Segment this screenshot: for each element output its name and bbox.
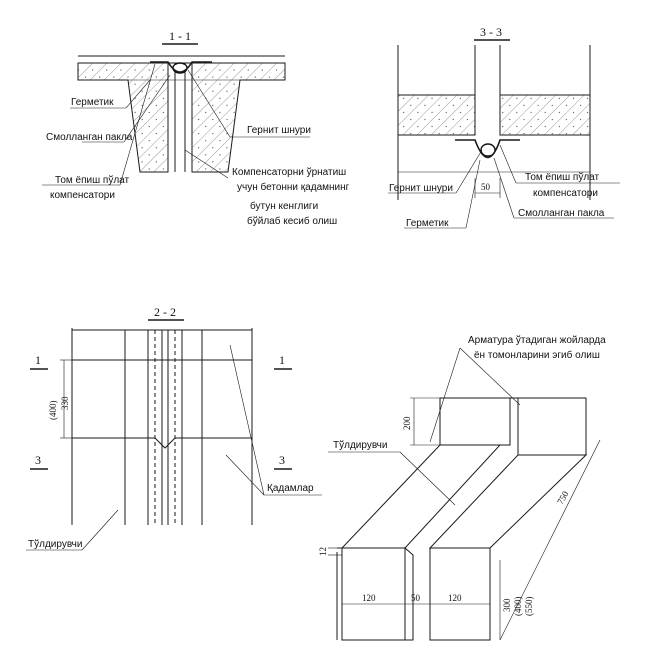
concrete-left [77,62,169,173]
label-gernit-cord-1: Гернит шнури [247,125,311,136]
iso-front-right [429,547,491,641]
dim-330-2: 330 [60,396,70,410]
label-note-1: Компенсаторни ўрнатиш [232,166,346,178]
dim-50-iso: 50 [411,593,421,603]
label-filler-2: Тўлдирувчи [28,538,82,550]
mark-1-left: 1 [35,353,41,367]
concrete-right [191,62,286,173]
label-roof-comp-3a: Том ёпиш пўлат [525,171,599,183]
dim-300: 300 [502,598,512,612]
label-sealant-1: Герметик [71,97,114,108]
label-note-2: учун бетонни қадамнинг [237,181,350,193]
label-roof-comp-3b: компенсатори [533,188,598,199]
label-note-4: бўйлаб кесиб олиш [247,215,337,227]
label-note-3: бутун кенглиги [250,200,318,212]
section-2-2-title: 2 - 2 [154,305,176,319]
concrete-slab-3b [499,94,591,136]
mark-3-right: 3 [279,453,285,467]
dim-400-2: (400) [48,401,58,421]
section-1-1-title: 1 - 1 [169,29,191,43]
section-2-2: 2 - 2 1 1 3 3 (400) 330 [26,305,322,551]
dim-12: 12 [318,547,328,556]
dim-400-iso: (400) [513,597,523,617]
steel-compensator-1 [150,61,212,73]
label-roof-comp-1b: компенсатори [50,190,115,201]
dim-120b: 120 [448,593,462,603]
dim-550: (550) [524,597,534,617]
iso-back-left [439,397,511,446]
label-roof-comp-1a: Том ёпиш пўлат [55,174,129,186]
label-steps: Қадамлар [267,483,314,494]
label-gernit-cord-3: Гернит шнури [389,183,453,194]
label-rebar-2: ён томонларини эгиб олиш [474,349,600,361]
section-3-3-title: 3 - 3 [480,25,502,39]
isometric-filler: 200 750 12 120 50 120 300 (400) (550) Ар… [318,334,606,641]
dim-200: 200 [402,416,412,430]
dim-120a: 120 [362,593,376,603]
dim-50-3: 50 [481,182,491,192]
label-tarred-tow-3: Смолланган пакла [518,208,605,219]
label-tarred-tow-1: Смолланган пакла [46,132,133,143]
steel-compensator-3 [455,139,520,159]
iso-back-right [517,397,587,456]
mark-1-right: 1 [279,353,285,367]
section-3-3: 3 - 3 50 Гернит шнури Том ёпиш пўлат ком… [388,25,620,229]
label-filler-iso: Тўлдирувчи [333,439,387,451]
label-rebar-1: Арматура ўтадиган жойларда [468,334,606,346]
section-1-1: 1 - 1 Герметик Смолланган пакла Том ёпиш… [42,29,350,227]
label-sealant-3: Герметик [406,218,449,229]
iso-left-wing [340,444,502,549]
mark-3-left: 3 [35,453,41,467]
concrete-slab-3 [397,94,476,136]
